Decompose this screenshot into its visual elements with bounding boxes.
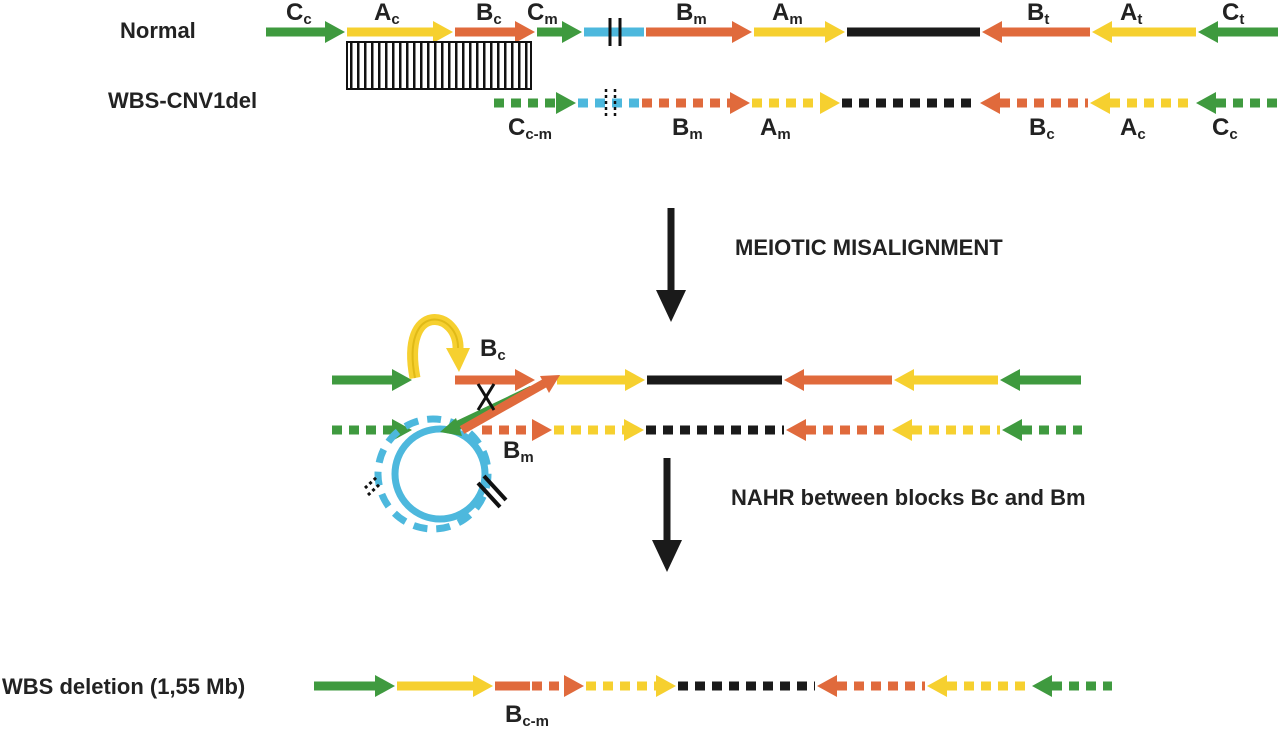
del-segment-yellow-4 — [586, 675, 676, 697]
label-bcm: Bc-m — [505, 701, 549, 730]
svg-text:Am: Am — [772, 0, 803, 28]
mid-top-segment-green-0 — [332, 369, 412, 391]
mid-top-segment-yellow-2 — [557, 369, 645, 391]
svg-text:Bc: Bc — [480, 335, 506, 364]
wbs-deletion-chromosome — [314, 675, 1112, 697]
label-at: At — [1120, 0, 1142, 28]
label-am: Am — [772, 0, 803, 28]
label-cnv-bm: Bm — [672, 114, 703, 143]
cnv-segment-yellow-3 — [752, 92, 840, 114]
label-normal: Normal — [120, 18, 196, 43]
label-nahr: NAHR between blocks Bc and Bm — [731, 485, 1086, 510]
normal-segment-yellow-9 — [1092, 21, 1196, 43]
svg-text:Ac: Ac — [374, 0, 400, 28]
svg-text:Ac: Ac — [1120, 114, 1146, 143]
del-segment-green-8 — [1032, 675, 1112, 697]
normal-segment-yellow-6 — [754, 21, 845, 43]
mid-top-segment-orange-1 — [455, 369, 535, 391]
svg-text:Bt: Bt — [1027, 0, 1049, 28]
wbs-cnv1del-chromosome — [494, 89, 1278, 117]
label-cnv-bc: Bc — [1029, 114, 1055, 143]
normal-segment-green-0 — [266, 21, 345, 43]
cnv-segment-green-0 — [494, 92, 576, 114]
svg-text:Cc: Cc — [286, 0, 312, 28]
normal-segment-orange-2 — [455, 21, 535, 43]
mid-bottom-segment-green-0 — [332, 419, 412, 441]
label-cc: Cc — [286, 0, 312, 28]
svg-text:Cm: Cm — [527, 0, 558, 28]
del-segment-yellow-1 — [397, 675, 493, 697]
down-arrow-icon-2 — [652, 458, 682, 572]
svg-text:Ct: Ct — [1222, 0, 1244, 28]
normal-segment-green-10 — [1198, 21, 1278, 43]
label-mid-bc: Bc — [480, 335, 506, 364]
svg-text:Am: Am — [760, 114, 791, 143]
svg-text:Bc: Bc — [476, 0, 502, 28]
break-marker-dashed — [604, 89, 617, 117]
label-ccm: Cc-m — [508, 114, 552, 143]
label-cm: Cm — [527, 0, 558, 28]
cnv-segment-green-7 — [1196, 92, 1278, 114]
mid-bottom-segment-orange-1 — [482, 419, 552, 441]
label-mid-bm: Bm — [503, 437, 534, 466]
svg-text:Bc: Bc — [1029, 114, 1055, 143]
cnv-segment-yellow-6 — [1090, 92, 1194, 114]
crossover-arrows — [440, 375, 560, 436]
label-cnv-ac: Ac — [1120, 114, 1146, 143]
label-meiotic-misalignment: MEIOTIC MISALIGNMENT — [735, 235, 1003, 260]
svg-text:At: At — [1120, 0, 1142, 28]
normal-segment-orange-8 — [982, 21, 1090, 43]
del-segment-yellow-7 — [927, 675, 1030, 697]
normal-segment-green-3 — [537, 21, 582, 43]
label-wbs-cnv1del: WBS-CNV1del — [108, 88, 257, 113]
label-bm: Bm — [676, 0, 707, 28]
cnv-segment-orange-5 — [980, 92, 1088, 114]
looped-region — [363, 415, 508, 533]
hatched-region — [346, 41, 532, 90]
label-cnv-am: Am — [760, 114, 791, 143]
del-segment-orange-6 — [817, 675, 925, 697]
mid-bottom-segment-orange-4 — [786, 419, 890, 441]
misaligned-chromosomes — [332, 369, 1082, 441]
label-ct: Ct — [1222, 0, 1244, 28]
mid-bottom-segment-green-6 — [1002, 419, 1082, 441]
label-bc: Bc — [476, 0, 502, 28]
svg-text:Bc-m: Bc-m — [505, 701, 549, 730]
del-segment-orange-3 — [532, 675, 584, 697]
normal-chromosome — [266, 18, 1278, 46]
mid-top-segment-green-6 — [1000, 369, 1081, 391]
label-cnv-cc: Cc — [1212, 114, 1238, 143]
mid-bottom-segment-yellow-5 — [892, 419, 1000, 441]
break-marker — [608, 18, 622, 46]
svg-text:Bm: Bm — [676, 0, 707, 28]
label-wbs-deletion: WBS deletion (1,55 Mb) — [2, 674, 245, 699]
mid-bottom-segment-yellow-2 — [554, 419, 644, 441]
svg-text:Bm: Bm — [503, 437, 534, 466]
svg-text:Bm: Bm — [672, 114, 703, 143]
normal-segment-orange-5 — [646, 21, 752, 43]
mid-top-segment-yellow-5 — [894, 369, 998, 391]
curved-flip-arrow-icon — [407, 314, 470, 380]
label-bt: Bt — [1027, 0, 1049, 28]
down-arrow-icon — [656, 208, 686, 322]
del-segment-green-0 — [314, 675, 395, 697]
normal-segment-yellow-1 — [347, 21, 453, 43]
cnv-segment-orange-2 — [642, 92, 750, 114]
label-ac: Ac — [374, 0, 400, 28]
svg-text:Cc: Cc — [1212, 114, 1238, 143]
svg-text:Cc-m: Cc-m — [508, 114, 552, 143]
mid-top-segment-orange-4 — [784, 369, 892, 391]
